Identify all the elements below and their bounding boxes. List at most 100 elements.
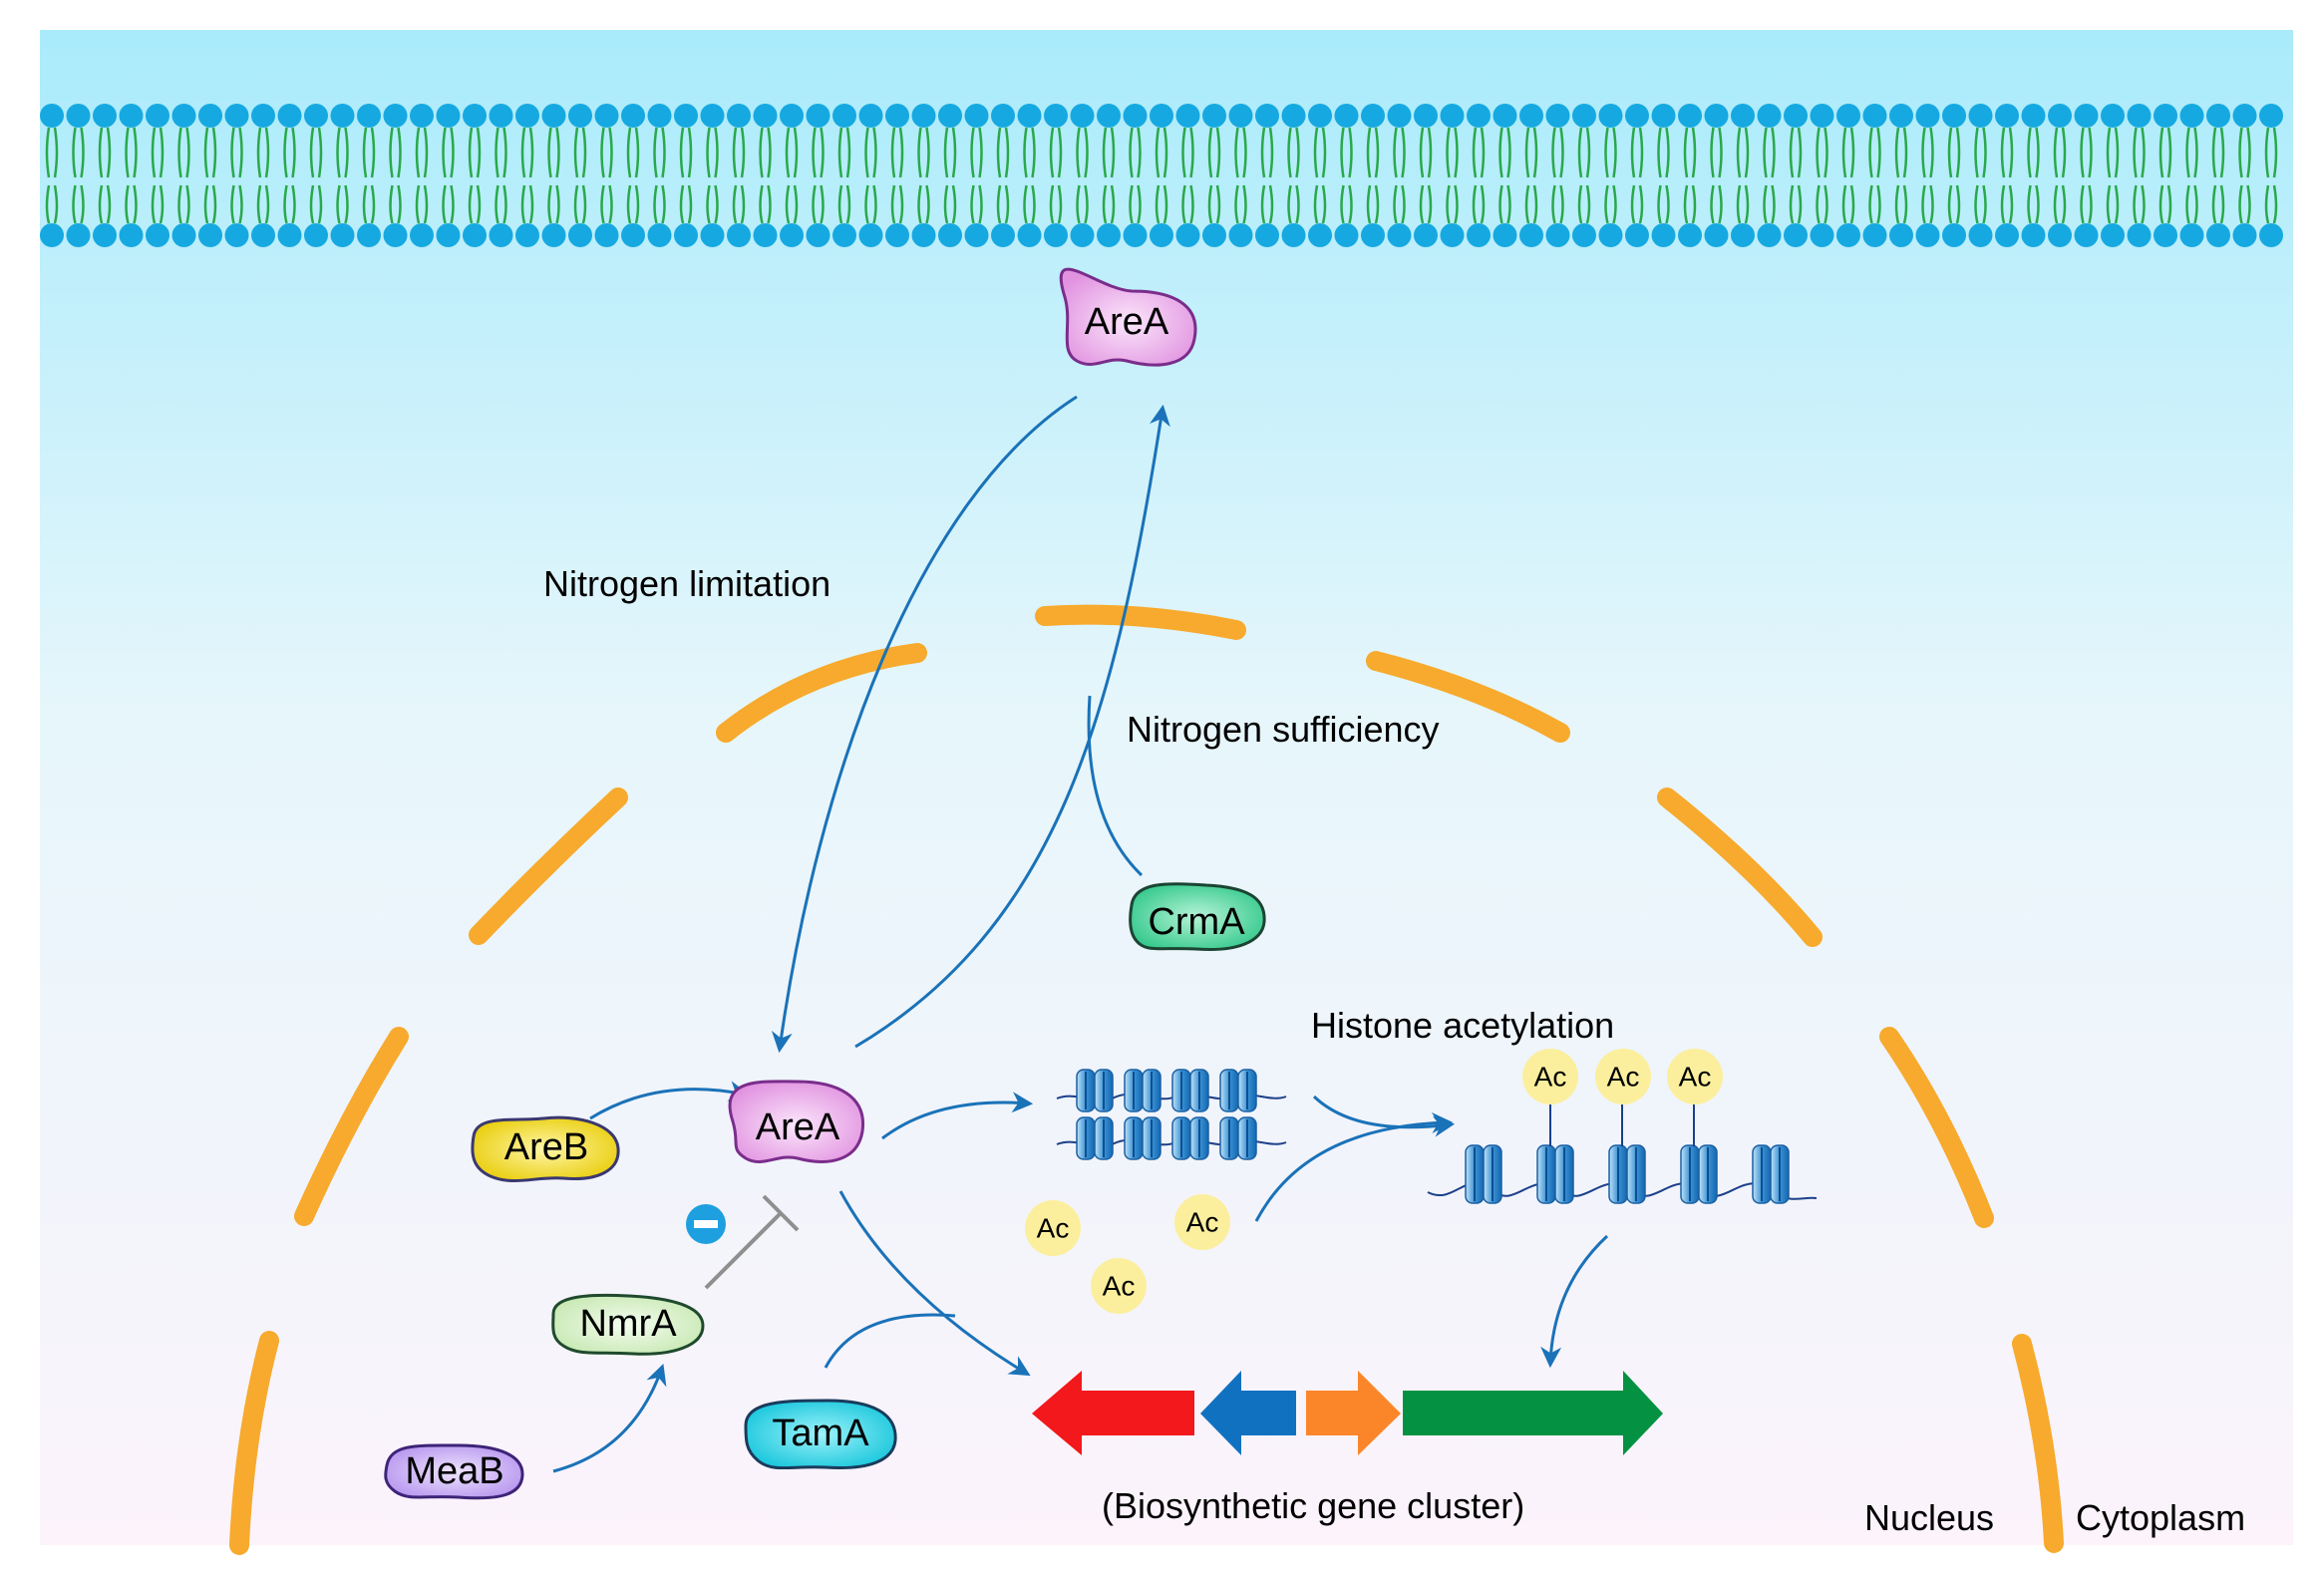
lipid-tail — [1287, 127, 1300, 178]
lipid-head — [1889, 223, 1913, 247]
lipid-head — [2154, 223, 2177, 247]
lipid-tail — [1419, 184, 1433, 224]
lipid-head — [1625, 104, 1649, 128]
label-nucleus: Nucleus — [1864, 1497, 1994, 1538]
lipid-tail — [1023, 184, 1036, 224]
lipid-tail — [1287, 184, 1300, 224]
lipid-head — [2206, 223, 2230, 247]
protein-nmra: NmrA — [551, 1293, 705, 1356]
lipid-head — [1440, 223, 1465, 247]
lipid-tail — [917, 127, 930, 178]
crma-shape — [1129, 882, 1266, 952]
lipid-head — [2048, 104, 2072, 128]
lipid-head — [171, 104, 196, 128]
gene-red — [1032, 1371, 1194, 1455]
lipid-head — [357, 104, 381, 128]
lipid-head — [911, 223, 936, 247]
lipid-head — [1467, 223, 1491, 247]
protein-area-cytoplasm: AreA — [1059, 267, 1197, 367]
lipid-tail — [785, 184, 799, 224]
lipid-tail — [890, 127, 904, 178]
lipid-tail — [626, 184, 640, 224]
lipid-head — [1942, 104, 1966, 128]
lipid-head — [1044, 104, 1068, 128]
nmra-label: NmrA — [579, 1303, 677, 1345]
lipid-tail — [2211, 184, 2225, 224]
lipid-tail — [1234, 184, 1247, 224]
lipid-tail — [812, 127, 825, 178]
arrow-crma — [1087, 695, 1144, 877]
lipid-tail — [468, 127, 482, 178]
lipid-head — [594, 104, 619, 128]
lipid-tail — [1551, 184, 1564, 224]
lipid-tail — [442, 127, 455, 178]
lipid-tail — [1921, 184, 1934, 224]
lipid-head — [304, 104, 328, 128]
lipid-tail — [2211, 127, 2225, 178]
lipid-tail — [600, 127, 613, 178]
arrow-ac-acetylation — [1254, 1111, 1454, 1222]
ac-label: Ac — [1679, 1061, 1712, 1092]
lipid-tail — [1393, 127, 1406, 178]
arrow-acetylation-genes — [1540, 1234, 1609, 1369]
lipid-head — [436, 104, 461, 128]
lipid-tail — [785, 127, 799, 178]
lipid-tail — [1446, 184, 1459, 224]
lipid-head — [911, 104, 936, 128]
lipid-head — [858, 223, 883, 247]
lipid-tail — [2027, 127, 2040, 178]
lipid-tail — [1947, 184, 1961, 224]
lipid-tail — [864, 127, 877, 178]
envelope-segment — [2012, 1334, 2064, 1553]
lipid-head — [1334, 104, 1359, 128]
lipid-tail — [1763, 184, 1776, 224]
lipid-tail — [1393, 184, 1406, 224]
lipid-head — [2127, 104, 2152, 128]
lipid-tail — [1181, 127, 1194, 178]
lipid-tail — [1947, 127, 1961, 178]
lipid-tail — [1816, 184, 1828, 224]
lipid-tail — [45, 184, 59, 224]
protein-areb: AreB — [471, 1115, 620, 1183]
lipid-head — [330, 104, 355, 128]
lipid-head — [938, 104, 962, 128]
lipid-head — [1995, 104, 2019, 128]
arrow-area-genes — [838, 1190, 1031, 1377]
lipid-tail — [309, 127, 323, 178]
lipid-tail — [177, 184, 190, 224]
lipid-head — [2179, 223, 2204, 247]
lipid-tail — [970, 127, 983, 178]
lipid-head — [541, 104, 566, 128]
lipid-tail — [1498, 127, 1511, 178]
lipid-head — [93, 223, 117, 247]
lipid-tail — [732, 127, 746, 178]
lipid-head — [1810, 223, 1834, 247]
lipid-head — [1731, 104, 1755, 128]
lipid-head — [2259, 223, 2283, 247]
lipid-head — [2179, 104, 2204, 128]
lipid-head — [2259, 104, 2283, 128]
background — [40, 30, 2293, 1545]
lipid-head — [198, 223, 222, 247]
lipid-head — [1017, 223, 1042, 247]
lipid-tail — [2053, 184, 2067, 224]
lipid-tail — [573, 184, 587, 224]
lipid-tail — [679, 184, 693, 224]
lipid-tail — [1577, 184, 1591, 224]
lipid-head — [515, 104, 539, 128]
lipid-tail — [1894, 127, 1908, 178]
lipid-head — [146, 223, 169, 247]
lipid-head — [780, 104, 804, 128]
lipid-tail — [1816, 127, 1828, 178]
lipid-head — [964, 104, 989, 128]
lipid-tail — [362, 127, 376, 178]
lipid-head — [568, 223, 592, 247]
lipid-tail — [1789, 184, 1803, 224]
lipid-head — [1836, 104, 1860, 128]
area-label: AreA — [756, 1106, 840, 1148]
lipid-tail — [1974, 184, 1987, 224]
ac-label: Ac — [1534, 1061, 1567, 1092]
lipid-head — [410, 104, 434, 128]
lipid-tail — [1181, 184, 1194, 224]
arrow-area-chromatin — [881, 1092, 1034, 1140]
